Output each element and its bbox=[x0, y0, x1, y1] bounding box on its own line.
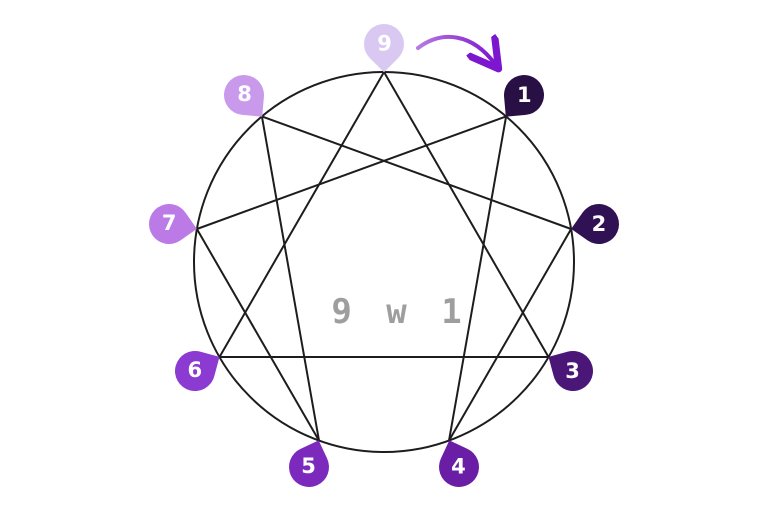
enneagram-circle bbox=[193, 71, 575, 453]
line-1-4 bbox=[448, 115, 508, 442]
type-marker-1-label: 1 bbox=[516, 82, 532, 107]
line-4-2 bbox=[448, 228, 573, 442]
line-2-8 bbox=[260, 115, 573, 230]
wing-label: 9 w 1 bbox=[331, 292, 469, 332]
type-marker-4-label: 4 bbox=[451, 454, 467, 479]
line-6-9 bbox=[218, 71, 385, 358]
wing-arrow-icon bbox=[416, 37, 495, 64]
line-9-3 bbox=[383, 71, 550, 358]
line-5-7 bbox=[195, 228, 320, 442]
enneagram-lines bbox=[193, 71, 575, 453]
type-marker-3-label: 3 bbox=[565, 358, 581, 383]
type-marker-5-label: 5 bbox=[301, 454, 317, 479]
type-marker-6-label: 6 bbox=[187, 358, 203, 383]
type-marker-7-label: 7 bbox=[161, 211, 177, 236]
type-marker-9-label: 9 bbox=[376, 31, 392, 56]
type-marker-2-label: 2 bbox=[591, 211, 607, 236]
line-7-1 bbox=[195, 115, 508, 230]
line-8-5 bbox=[260, 115, 320, 442]
type-marker-8-label: 8 bbox=[236, 82, 252, 107]
